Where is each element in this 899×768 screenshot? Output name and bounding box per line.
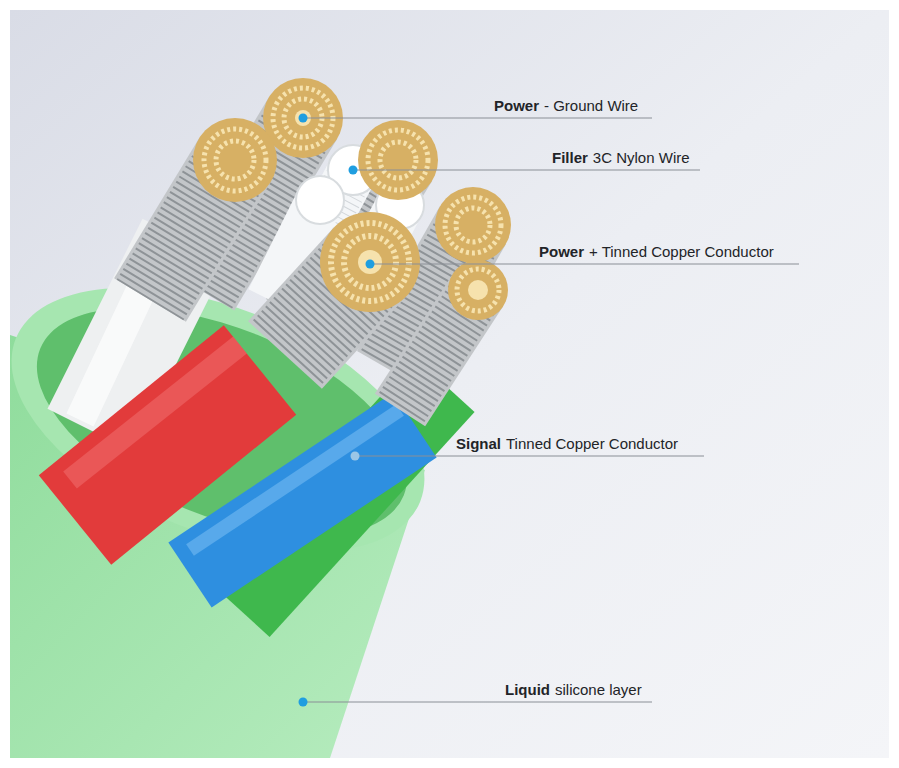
leader-dots: [349, 166, 358, 175]
part-name: Signal: [456, 435, 501, 452]
conductor-front: [320, 212, 420, 312]
part-description: silicone layer: [555, 681, 642, 698]
blue-wire: [190, 410, 415, 575]
part-name: Liquid: [505, 681, 550, 698]
blue-wire: [190, 410, 400, 550]
background: [10, 10, 889, 758]
leader-lines: [303, 118, 652, 119]
blue-wire: [190, 425, 415, 575]
conductor-tips-back: [435, 187, 511, 263]
part-description: 3C Nylon Wire: [593, 149, 690, 166]
conductor-front: [468, 280, 488, 300]
leader-lines: [355, 456, 704, 457]
part-name: Filler: [552, 149, 588, 166]
nylon-filler: [296, 176, 344, 224]
leader-dots: [299, 698, 308, 707]
leader-dots: [299, 114, 375, 707]
conductor-tips-back: [204, 129, 266, 191]
conductor-tips-back: [380, 142, 416, 178]
leader-lines: [303, 702, 652, 703]
leader-dots: [299, 114, 308, 123]
part-description: + Tinned Copper Conductor: [589, 243, 774, 260]
conductor-front: [358, 250, 382, 274]
leader-lines: [353, 170, 700, 171]
part-description: - Ground Wire: [544, 97, 638, 114]
part-name: Power: [539, 243, 584, 260]
conductor-tips-back: [216, 141, 254, 179]
conductor-tips-back: [368, 130, 428, 190]
leader-dots: [351, 452, 360, 461]
leader-lines: [370, 264, 799, 265]
leader-lines: [303, 118, 799, 702]
callout-label: Signal Tinned Copper Conductor: [456, 435, 678, 453]
part-name: Power: [494, 97, 539, 114]
conductor-front: [448, 260, 508, 320]
conductor-front: [344, 236, 396, 288]
conductor-tips-back: [193, 118, 277, 202]
callout-label: Power + Tinned Copper Conductor: [539, 243, 774, 261]
conductor-front: [457, 269, 499, 311]
red-wire: [70, 345, 260, 520]
conductor-tips-back: [445, 197, 501, 253]
conductor-front: [331, 223, 409, 301]
part-description: Tinned Copper Conductor: [506, 435, 678, 452]
callout-label: Filler 3C Nylon Wire: [552, 149, 690, 167]
red-wire: [70, 345, 240, 480]
callout-label: Power - Ground Wire: [494, 97, 638, 115]
conductor-front: [285, 212, 508, 410]
callout-label: Liquid silicone layer: [505, 681, 642, 699]
conductor-tips-back: [456, 208, 490, 242]
leader-dots: [366, 260, 375, 269]
conductor-tips-back: [358, 120, 438, 200]
